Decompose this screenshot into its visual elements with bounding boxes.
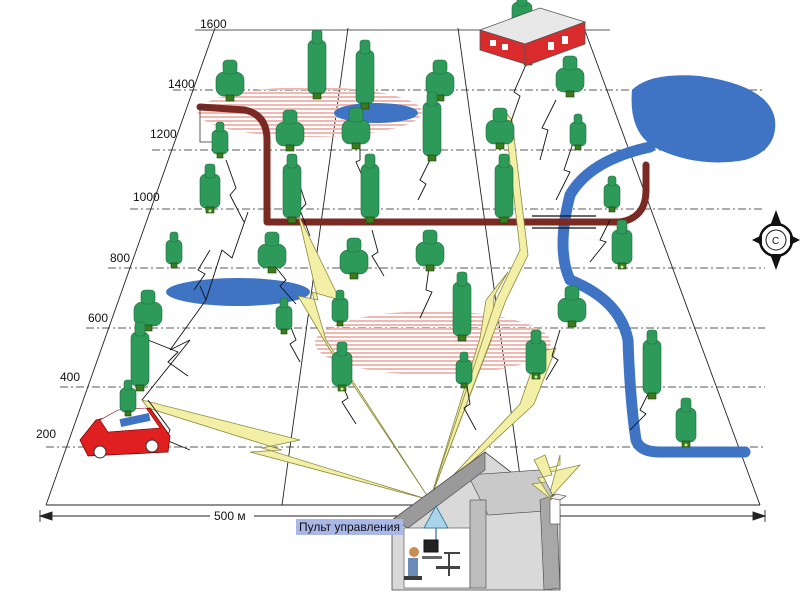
tree-icon xyxy=(603,175,621,213)
water-bodies xyxy=(166,75,776,458)
tree-icon xyxy=(642,329,662,400)
road xyxy=(196,103,650,226)
tree-icon xyxy=(257,231,287,274)
tree-icon xyxy=(360,153,380,224)
width-label: 500 м xyxy=(214,509,246,523)
tree-icon xyxy=(452,271,472,342)
pond-upper xyxy=(334,103,418,123)
tree-icon xyxy=(307,29,327,100)
operator-icon xyxy=(404,539,460,580)
distance-mark-600: 600 xyxy=(88,311,108,325)
building-icon xyxy=(478,7,587,67)
tree-icon xyxy=(415,229,445,272)
car-icon xyxy=(79,407,171,459)
tree-icon xyxy=(422,91,442,162)
distance-mark-1600: 1600 xyxy=(200,17,227,31)
compass-letter: С xyxy=(772,236,779,247)
tree-icon xyxy=(557,285,587,328)
distance-mark-1200: 1200 xyxy=(150,127,177,141)
pond-lower xyxy=(166,278,310,306)
tree-icon xyxy=(339,237,369,280)
tree-icon xyxy=(215,59,245,102)
lake xyxy=(631,75,776,163)
tree-icon xyxy=(165,231,183,269)
distance-labels: 1600 1400 1200 1000 800 600 400 200 xyxy=(36,17,227,441)
compass-icon: С xyxy=(752,210,800,270)
tree-icon xyxy=(199,163,221,214)
control-house xyxy=(391,451,567,591)
tree-icon xyxy=(611,219,633,270)
distance-mark-400: 400 xyxy=(60,370,80,384)
monitoring-area-outline xyxy=(45,27,761,506)
tree-icon xyxy=(485,107,515,150)
tree-icon xyxy=(119,379,137,417)
distance-mark-800: 800 xyxy=(110,251,130,265)
distance-mark-1400: 1400 xyxy=(168,77,195,91)
bridge xyxy=(532,215,596,229)
control-panel-label: Пульт управления xyxy=(296,519,403,535)
road-end-marker xyxy=(199,106,213,143)
distance-mark-1000: 1000 xyxy=(133,190,160,204)
tree-icon xyxy=(355,39,375,110)
tree-icon xyxy=(555,55,585,98)
tree-icon xyxy=(282,153,302,224)
distance-mark-200: 200 xyxy=(36,427,56,441)
river xyxy=(557,141,751,458)
lightning-icon xyxy=(531,454,553,501)
tree-icon xyxy=(569,113,587,151)
tree-icon xyxy=(130,321,150,392)
tree-icon xyxy=(675,397,697,448)
